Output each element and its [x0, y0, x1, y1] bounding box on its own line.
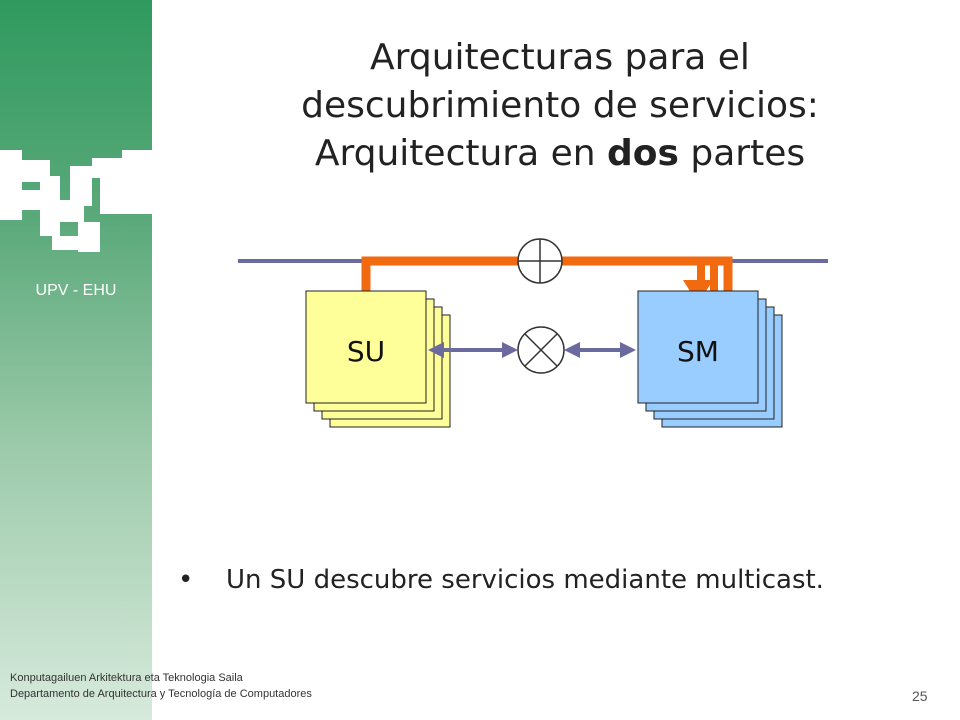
su-label: SU — [347, 335, 385, 368]
title-line-3: Arquitectura en dos partes — [200, 130, 920, 178]
bullet-text: Un SU descubre servicios mediante multic… — [226, 565, 824, 595]
title-line-3-prefix: Arquitectura en — [314, 133, 608, 174]
footer: Konputagailuen Arkitektura eta Teknologi… — [10, 670, 312, 702]
sidebar: UPV - EHU — [0, 0, 152, 720]
title-line-3-suffix: partes — [678, 133, 806, 174]
su-link-arrow — [428, 342, 518, 358]
title-line-1: Arquitecturas para el — [370, 37, 750, 78]
sm-label: SM — [677, 335, 719, 368]
page-number: 25 — [912, 688, 928, 704]
sm-link-arrow — [564, 342, 636, 358]
title-line-2: descubrimiento de servicios: — [301, 85, 819, 126]
sm-stack — [637, 290, 783, 428]
university-logo-icon — [0, 150, 152, 252]
university-name: UPV - EHU — [35, 282, 117, 299]
slide-title: Arquitecturas para el descubrimiento de … — [200, 34, 920, 178]
footer-line-1: Konputagailuen Arkitektura eta Teknologi… — [10, 672, 243, 684]
su-stack — [305, 290, 451, 428]
bullet-dot-icon: • — [178, 565, 194, 595]
footer-line-2: Departamento de Arquitectura y Tecnologí… — [10, 688, 312, 700]
title-line-3-bold: dos — [607, 133, 679, 174]
